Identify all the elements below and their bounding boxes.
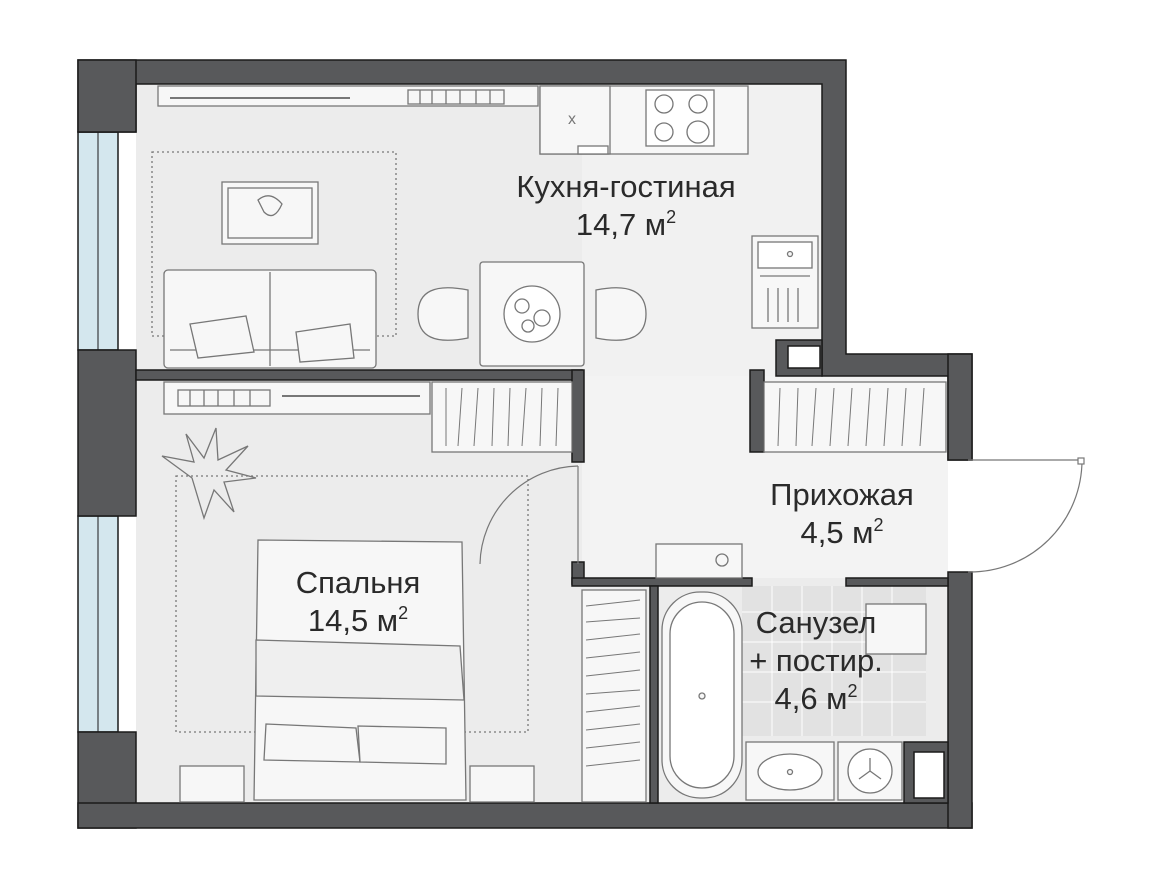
partition-hall-bath-right: [845, 577, 949, 587]
bathroom-name-line1: Санузел: [755, 605, 877, 640]
bedroom-furniture: [161, 381, 573, 803]
chair-right: [595, 287, 647, 341]
bathroom-furniture: [581, 589, 927, 803]
cushion-left: [189, 315, 255, 359]
living-furniture: [151, 85, 647, 369]
toilet: [865, 603, 927, 655]
bathroom-name-line2: + постир.: [749, 643, 883, 678]
doors: [479, 457, 1085, 573]
windows: [77, 131, 119, 733]
wall-bottom: [77, 802, 973, 829]
svg-text:x: x: [568, 111, 576, 128]
hallway-label: Прихожая 4,5 м2: [742, 476, 942, 552]
bathroom-label: Санузел + постир. 4,6 м2: [716, 604, 916, 718]
column-left: [749, 369, 765, 453]
bedroom-area: 14,5 м2: [307, 603, 409, 638]
chair-left: [417, 287, 469, 341]
coffee-table: [221, 181, 319, 245]
plant: [161, 427, 257, 521]
partition-living-bedroom: [135, 369, 583, 381]
shoe-cabinet: [655, 543, 743, 579]
entrance-door-swing: [967, 459, 1083, 573]
kitchen-cabinet: [539, 85, 611, 155]
wardrobe-storage: [581, 589, 647, 803]
kitchen-living-name: Кухня-гостиная: [516, 169, 736, 204]
nightstand-right: [469, 765, 535, 803]
bedroom-shelf: [163, 381, 431, 415]
kitchen-furniture: x: [539, 85, 819, 329]
kitchen-living-area: 14,7 м2: [575, 207, 677, 242]
pillow-left: [263, 723, 361, 763]
partition-bedroom-hall: [571, 369, 585, 463]
hallway-area: 4,5 м2: [800, 515, 884, 550]
pillow-right: [357, 725, 447, 765]
nightstand-left: [179, 765, 245, 803]
bed-blanket: [255, 639, 465, 701]
wardrobe-bedroom: [431, 381, 573, 453]
rug-bedroom: [175, 475, 529, 733]
kitchen-living-label: Кухня-гостиная 14,7 м2: [496, 168, 756, 244]
wall-right-upper: [947, 353, 973, 461]
shaft-top-inner: [787, 345, 821, 369]
wall-right-lower: [947, 571, 973, 829]
partition-hall-bath: [571, 577, 753, 587]
kitchen-sink: [757, 241, 813, 269]
tv-shelf: [157, 85, 539, 107]
hallway-name: Прихожая: [770, 477, 914, 512]
wall-left-mid: [77, 349, 137, 517]
bedroom-name: Спальня: [295, 565, 421, 600]
wardrobe-hallway: [763, 381, 947, 453]
hallway-furniture: [655, 381, 947, 579]
bathroom-area: 4,6 м2: [774, 681, 858, 716]
bedroom-label: Спальня 14,5 м2: [248, 564, 468, 640]
cushion-right: [295, 323, 355, 363]
partition-bath-wardrobe: [649, 585, 659, 804]
wall-left-top: [77, 59, 137, 133]
bedroom-door-swing: [479, 465, 579, 565]
cooktop: [645, 89, 715, 147]
shaft-bottom-inner: [913, 751, 945, 799]
